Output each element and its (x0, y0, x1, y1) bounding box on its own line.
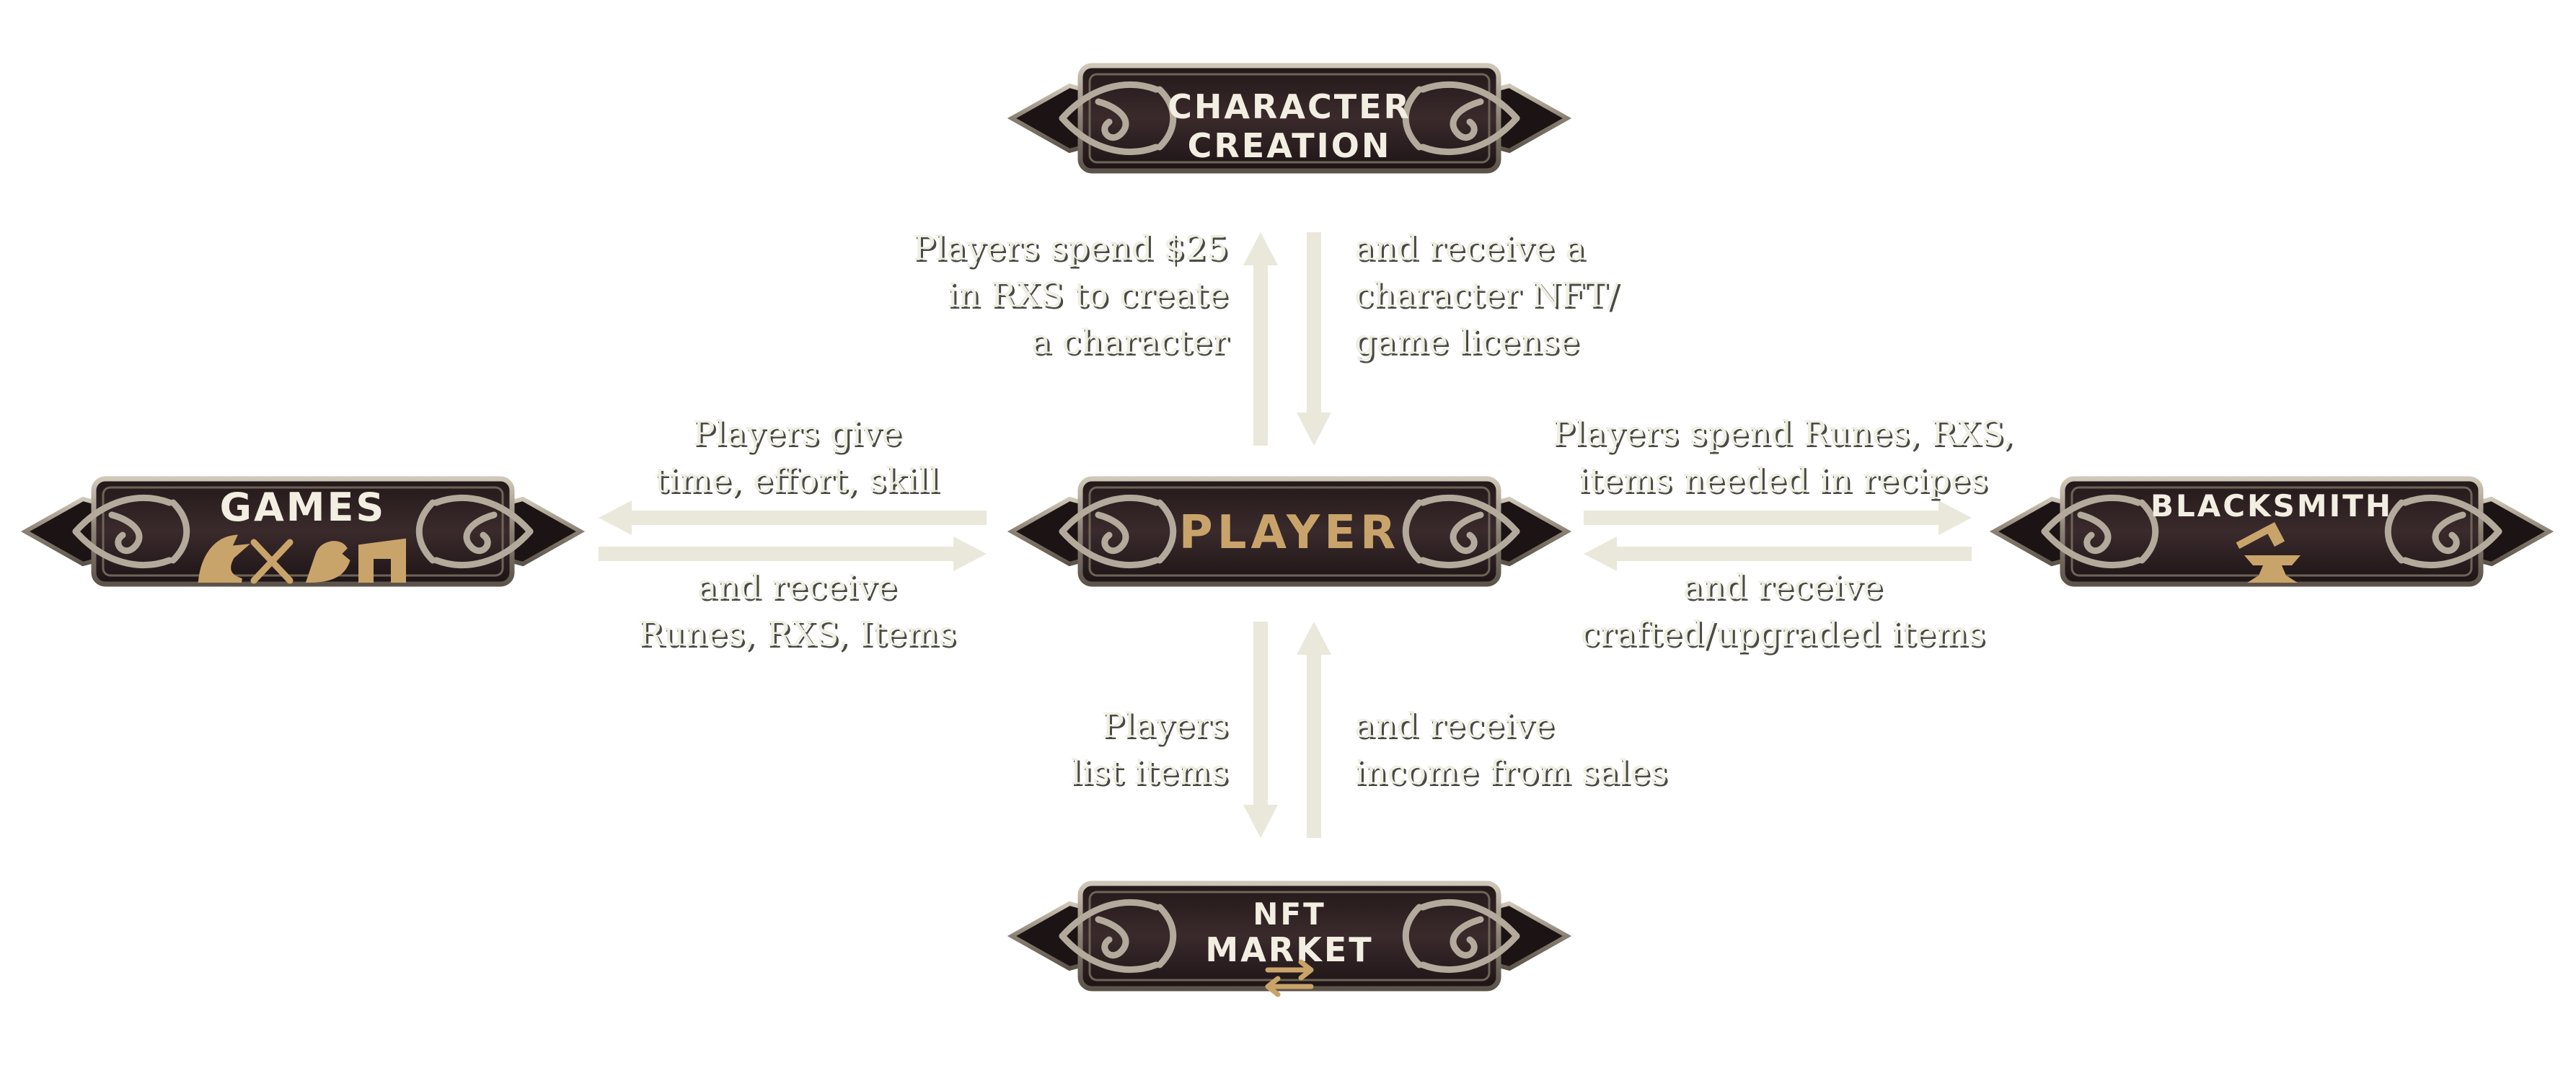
label-to-character-line: a character (1031, 322, 1228, 362)
label-to-character-line: in RXS to create (947, 275, 1228, 315)
label-to-games-line: time, effort, skill (655, 461, 940, 500)
character-creation-title-line2: CREATION (1188, 126, 1392, 165)
label-to-blacksmith-line-shadow: items needed in recipes (1580, 463, 1990, 503)
label-to-market-line: Players (1101, 706, 1228, 746)
arrow-from-blacksmith (1584, 537, 1972, 571)
label-to-blacksmith-line: items needed in recipes (1578, 461, 1988, 500)
label-to-games-line-shadow: time, effort, skill (657, 463, 942, 503)
label-to-character-line: Players spend $25 (912, 229, 1228, 268)
label-from-character-line: game license (1354, 322, 1579, 362)
label-to-character-line-shadow: a character (1033, 325, 1230, 364)
label-from-games-line: Runes, RXS, Items (638, 614, 956, 654)
label-from-market-line-shadow: income from sales (1357, 755, 1669, 795)
label-from-character-line-shadow: character NFT/ (1357, 278, 1621, 317)
arrow-from-character (1297, 232, 1331, 446)
label-to-market-line-shadow: Players (1103, 708, 1230, 748)
player-title: PLAYER (1179, 506, 1400, 560)
arrow-from-market (1297, 622, 1331, 838)
arrow-to-character (1243, 232, 1278, 446)
shrine-icon (358, 538, 406, 583)
node-games: GAMES (25, 479, 581, 584)
label-to-blacksmith-line-shadow: Players spend Runes, RXS, (1554, 416, 2016, 456)
label-from-games-line-shadow: and receive (699, 570, 899, 609)
blacksmith-title: BLACKSMITH (2151, 488, 2393, 524)
label-from-market-line: income from sales (1354, 753, 1667, 793)
label-from-character-line-shadow: game license (1357, 325, 1582, 364)
label-from-blacksmith-line-shadow: and receive (1685, 570, 1884, 609)
label-from-character-line-shadow: and receive a (1357, 231, 1587, 270)
label-from-character-line: character NFT/ (1354, 275, 1619, 315)
label-to-market-line-shadow: list items (1073, 755, 1230, 795)
label-from-games-line-shadow: Runes, RXS, Items (640, 617, 958, 656)
label-to-games-line-shadow: Players give (694, 416, 904, 456)
character-creation-title-line1: CHARACTER (1168, 87, 1411, 126)
games-title: GAMES (220, 485, 387, 530)
arrow-to-blacksmith (1584, 500, 1972, 535)
label-from-market-line-shadow: and receive (1357, 708, 1556, 748)
label-from-character-line: and receive a (1354, 229, 1585, 268)
nft-market-title-line2: MARKET (1205, 930, 1373, 969)
arrow-to-games (599, 500, 987, 535)
griffin-icon (305, 541, 350, 583)
label-from-market-line: and receive (1354, 706, 1554, 746)
label-from-games-line: and receive (697, 568, 896, 607)
arrow-from-games (599, 537, 987, 571)
arrow-to-market (1243, 622, 1278, 838)
label-to-blacksmith: Players spend Runes, RXS,Players spend R… (1552, 414, 2016, 503)
node-player: PLAYER (1012, 479, 1567, 584)
label-to-blacksmith-line: Players spend Runes, RXS, (1552, 414, 2013, 454)
label-to-character-line-shadow: Players spend $25 (914, 231, 1230, 270)
label-to-games-line: Players give (692, 414, 901, 454)
label-from-blacksmith-line: crafted/upgraded items (1580, 614, 1985, 654)
dragon-icon (198, 534, 251, 583)
exchange-arrows-icon (1265, 959, 1314, 997)
label-from-blacksmith-line: and receive (1682, 568, 1882, 607)
label-to-market-line: list items (1071, 753, 1228, 793)
crossed-swords-icon (250, 539, 294, 584)
nft-market-title-line1: NFT (1253, 896, 1326, 932)
anvil-hammer-icon (2236, 522, 2301, 583)
node-blacksmith: BLACKSMITH (1994, 479, 2549, 584)
label-from-blacksmith-line-shadow: crafted/upgraded items (1582, 617, 1987, 656)
label-to-character-line-shadow: in RXS to create (949, 278, 1230, 317)
